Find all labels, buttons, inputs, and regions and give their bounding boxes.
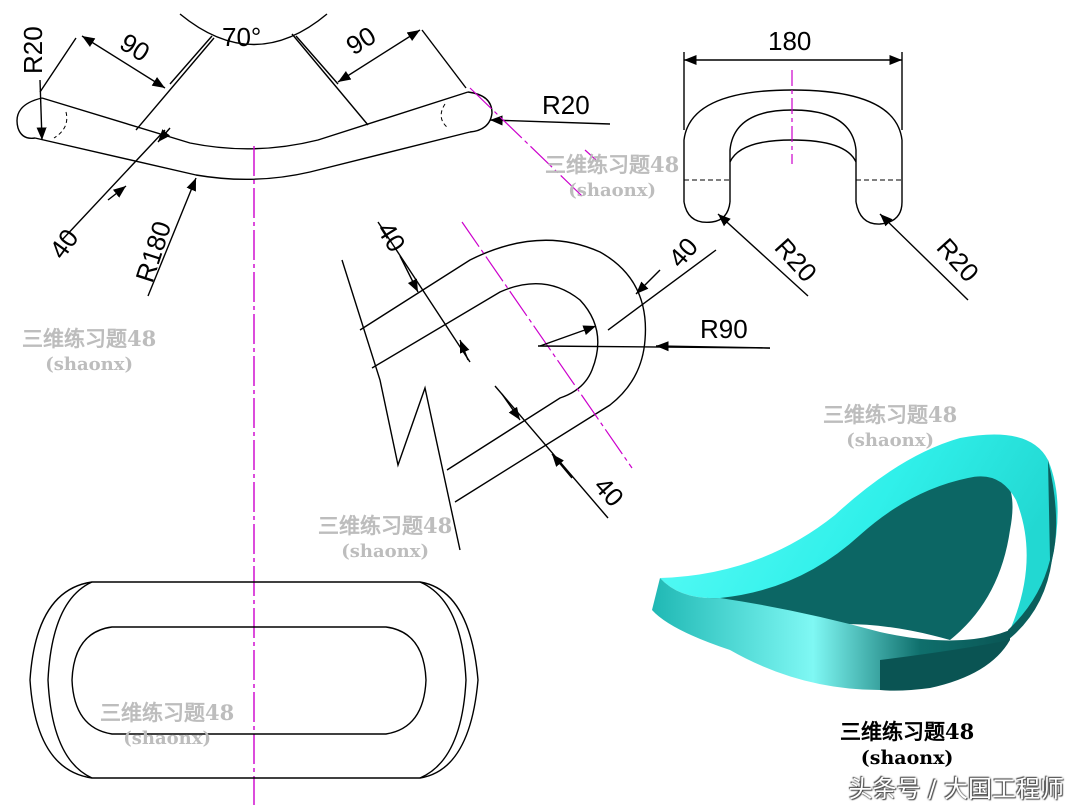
angle-arc: [179, 13, 328, 46]
side-view-bend: [341, 87, 771, 551]
arc-inner-edge: [41, 91, 469, 150]
caption-title: 三维练习题48: [840, 719, 975, 744]
3d-model: [652, 434, 1058, 691]
watermark-author: (shaonx): [45, 354, 133, 375]
stadium-outer-2: [47, 581, 467, 779]
arc-outer-edge: [34, 131, 471, 181]
dim-line-40-top: [377, 221, 471, 363]
watermark-5: 三维练习题48 (shaonx): [100, 700, 234, 752]
dim-angle: 70°: [222, 22, 261, 52]
model-top-face: [660, 434, 1058, 630]
watermark-title: 三维练习题48: [823, 402, 958, 427]
leader-r90: [539, 325, 597, 347]
bend-outer: [359, 239, 647, 503]
angle-ext-left: [135, 37, 215, 131]
front-inner: [729, 109, 857, 202]
top-view-arc: [16, 13, 611, 805]
left-end-cap: [16, 97, 43, 139]
source-credit: 头条号 / 大国工程师: [848, 775, 1064, 803]
section-line: [461, 221, 633, 469]
model-right-side: [1008, 460, 1057, 640]
break-line: [341, 259, 461, 551]
front-outer: [683, 89, 903, 202]
angle-ext-right: [291, 33, 369, 126]
left-end-hidden: [53, 111, 68, 139]
dim-bend-radius: R90: [700, 314, 748, 344]
dim-front-right-radius: R20: [931, 232, 985, 288]
watermark-4: 三维练习题48 (shaonx): [318, 513, 452, 565]
watermark-author: (shaonx): [568, 180, 656, 201]
front-inner-2: [729, 139, 857, 163]
watermark-title: 三维练习题48: [22, 326, 157, 351]
side-view-dims-text: 40 40 40 R90: [371, 217, 748, 513]
model-bottom-shade: [880, 640, 1010, 691]
front-left-foot: [683, 201, 731, 224]
watermark-title: 三维练习题48: [100, 700, 235, 725]
front-view-dims-text: 180 R20 R20: [768, 26, 985, 288]
dim-left-radius: R20: [18, 26, 48, 74]
model-inner-wall: [700, 470, 1013, 640]
caption-author: (shaonx): [860, 747, 954, 769]
watermark-title: 三维练习题48: [545, 152, 680, 177]
dim-left-length: 90: [115, 27, 155, 68]
watermark-2: 三维练习题48 (shaonx): [22, 326, 156, 378]
dim-line-40-bottom: [494, 385, 609, 519]
leader-r20-left: [36, 79, 47, 141]
model-caption: 三维练习题48 (shaonx): [840, 718, 974, 772]
dim-thickness-bottom: 40: [588, 471, 630, 513]
watermark-1: 三维练习题48 (shaonx): [545, 152, 679, 204]
leader-front-r20-left: [717, 213, 809, 297]
watermark-author: (shaonx): [341, 541, 429, 562]
dim-right-radius: R20: [542, 90, 590, 120]
front-right-foot: [855, 201, 903, 225]
dim-line-90-left: [81, 35, 166, 89]
dim-right-length: 90: [341, 20, 381, 61]
right-end-cap: [467, 91, 493, 133]
stadium-inner: [71, 626, 427, 735]
dim-arc-width: 40: [43, 223, 84, 264]
front-view: [683, 52, 969, 301]
bottom-view: [29, 581, 479, 779]
watermark-3: 三维练习题48 (shaonx): [823, 402, 957, 454]
dim-line-40-right: [607, 249, 717, 331]
dim-arc-radius: R180: [129, 217, 177, 285]
right-end-hidden: [440, 103, 449, 129]
dim-front-left-radius: R20: [769, 232, 823, 288]
watermark-title: 三维练习题48: [318, 513, 453, 538]
bend-inner: [371, 282, 599, 471]
dim-thickness-top: 40: [371, 217, 412, 257]
dim-thickness-right: 40: [662, 232, 704, 274]
watermark-author: (shaonx): [123, 728, 211, 749]
dim-line-40-arc: [61, 129, 166, 241]
watermark-author: (shaonx): [846, 430, 934, 451]
dim-line-90-right: [337, 29, 421, 83]
dim-front-width: 180: [768, 26, 811, 56]
leader-r180: [147, 177, 197, 297]
leader-front-r20-right: [879, 213, 969, 301]
leader-r20-right: [489, 115, 611, 126]
